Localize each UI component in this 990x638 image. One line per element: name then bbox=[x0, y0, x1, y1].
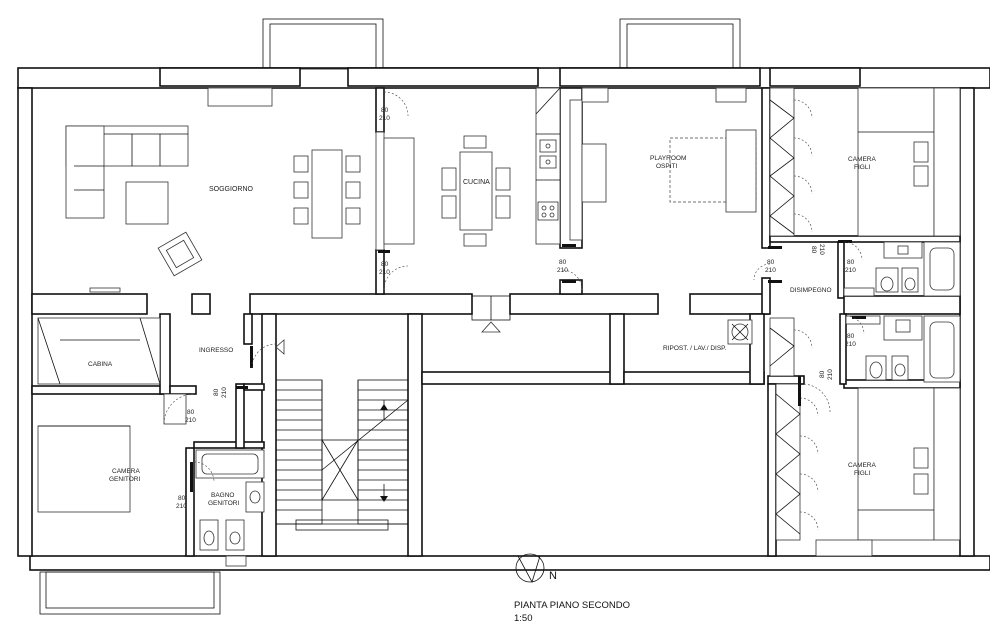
door-dim-w: 80 bbox=[767, 259, 775, 266]
pilasters-top bbox=[159, 67, 861, 87]
ripostiglio-furniture bbox=[727, 319, 753, 345]
label-cucina: CUCINA bbox=[463, 179, 490, 186]
label-camera-figli-bottom-1: CAMERA bbox=[848, 462, 876, 469]
label-ripost: RIPOST. / LAV./ DISP. bbox=[663, 345, 727, 352]
door-dim-w-vert: 80 bbox=[819, 370, 826, 378]
label-camera-genitori-2: GENITORI bbox=[109, 476, 140, 483]
north-arrow-icon: N bbox=[515, 553, 557, 584]
door-dim-h-vert: 210 bbox=[827, 369, 834, 380]
drawing-title: PIANTA PIANO SECONDO 1:50 bbox=[514, 600, 630, 624]
label-camera-figli-top-1: CAMERA bbox=[848, 156, 876, 163]
door-dim-h: 210 bbox=[176, 503, 187, 510]
door-dim-h: 210 bbox=[845, 341, 856, 348]
interior-walls bbox=[31, 87, 961, 557]
bath-right-bottom bbox=[845, 315, 961, 383]
door-dim-h: 210 bbox=[185, 417, 196, 424]
door-bars bbox=[190, 240, 866, 492]
title-line2: 1:50 bbox=[514, 613, 533, 624]
label-bagno-genitori-1: BAGNO bbox=[211, 492, 234, 499]
label-camera-figli-bottom-2: FIGLI bbox=[854, 470, 870, 477]
door-arcs bbox=[193, 91, 865, 483]
room-labels: SOGGIORNO CUCINA PLAYROOM OSPITI CAMERA … bbox=[88, 155, 876, 507]
door-dim-h: 210 bbox=[379, 115, 390, 122]
door-dimensions: 80 210 80 210 80 210 80 210 80 210 80 21… bbox=[176, 107, 856, 510]
door-dim-w-vert: 80 bbox=[213, 388, 220, 396]
label-camera-figli-top-2: FIGLI bbox=[854, 164, 870, 171]
balconies bbox=[39, 18, 741, 615]
bath-right-top bbox=[843, 241, 961, 297]
door-dim-h: 210 bbox=[379, 269, 390, 276]
door-dim-w: 80 bbox=[381, 107, 389, 114]
soggiorno-furniture bbox=[65, 87, 415, 293]
door-dim-w: 80 bbox=[187, 409, 195, 416]
label-playroom-2: OSPITI bbox=[656, 163, 678, 170]
camera-genitori-furniture bbox=[37, 317, 195, 513]
door-dim-w: 80 bbox=[178, 495, 186, 502]
door-dim-h: 210 bbox=[765, 267, 776, 274]
label-ingresso: INGRESSO bbox=[199, 347, 233, 354]
label-soggiorno: SOGGIORNO bbox=[209, 186, 254, 193]
door-dim-h-vert: 210 bbox=[818, 244, 825, 255]
door-dim-w: 80 bbox=[847, 259, 855, 266]
cucina-furniture bbox=[441, 87, 561, 247]
stairs bbox=[275, 379, 409, 531]
door-dim-w: 80 bbox=[847, 333, 855, 340]
door-dim-h: 210 bbox=[845, 267, 856, 274]
door-dim-h-vert: 210 bbox=[221, 387, 228, 398]
playroom-furniture bbox=[569, 87, 757, 241]
door-dim-w: 80 bbox=[559, 259, 567, 266]
bagno-genitori-furniture bbox=[195, 449, 265, 567]
camera-figli-top-furniture bbox=[769, 87, 961, 237]
label-camera-genitori-1: CAMERA bbox=[112, 468, 140, 475]
door-dim-h: 210 bbox=[557, 267, 568, 274]
north-label: N bbox=[549, 570, 557, 582]
label-bagno-genitori-2: GENITORI bbox=[208, 500, 239, 507]
camera-figli-bottom-furniture bbox=[769, 317, 961, 557]
label-playroom-1: PLAYROOM bbox=[650, 155, 686, 162]
title-line1: PIANTA PIANO SECONDO bbox=[514, 600, 630, 611]
door-dim-w: 80 bbox=[381, 261, 389, 268]
label-cabina: CABINA bbox=[88, 361, 113, 368]
label-disimpegno: DISIMPEGNO bbox=[790, 287, 832, 294]
door-dim-w-vert: 80 bbox=[810, 246, 817, 254]
